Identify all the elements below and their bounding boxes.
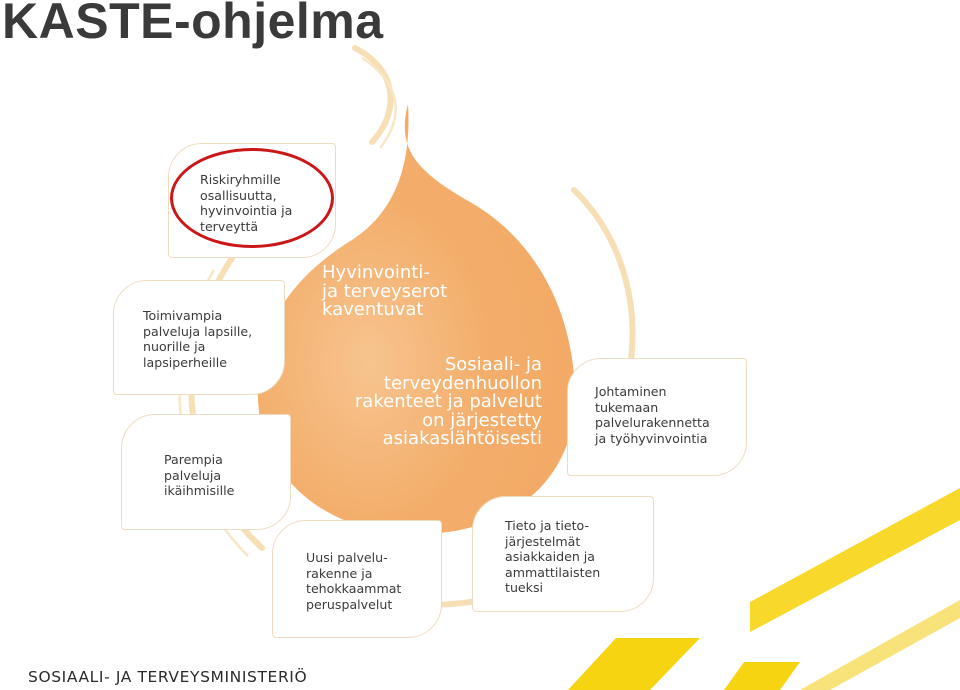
water-drop	[257, 104, 575, 534]
drop-text-upper: Hyvinvointi- ja terveyserot kaventuvat	[322, 262, 448, 320]
card-palvelurakenne	[272, 520, 442, 638]
card-tietojarjestelmat-text: Tieto ja tieto- järjestelmät asiakkaiden…	[505, 518, 601, 595]
yellow-accent-stripe	[724, 662, 800, 690]
ministry-logotype: SOSIAALI- JA TERVEYSMINISTERIÖ	[28, 668, 308, 686]
yellow-accent-stripe	[568, 638, 700, 690]
yellow-accent-stripe	[800, 600, 960, 690]
card-ikaihmiset	[121, 414, 291, 530]
card-lapset-nuoret	[113, 280, 285, 395]
card-johtaminen	[567, 358, 747, 476]
highlight-circle	[170, 148, 334, 248]
card-tietojarjestelmat	[472, 496, 654, 612]
card-johtaminen-text: Johtaminen tukemaan palvelurakennetta ja…	[595, 384, 710, 446]
card-lapset-nuoret-text: Toimivampia palveluja lapsille, nuorille…	[143, 308, 253, 370]
drop-text-lower: Sosiaali- ja terveydenhuollon rakenteet …	[354, 354, 542, 449]
card-palvelurakenne-text: Uusi palvelu- rakenne ja tehokkaammat pe…	[306, 550, 402, 612]
yellow-accent-stripe	[750, 488, 960, 632]
card-ikaihmiset-text: Parempia palveluja ikäihmisille	[164, 452, 235, 498]
page-title: KASTE-ohjelma	[2, 0, 384, 49]
